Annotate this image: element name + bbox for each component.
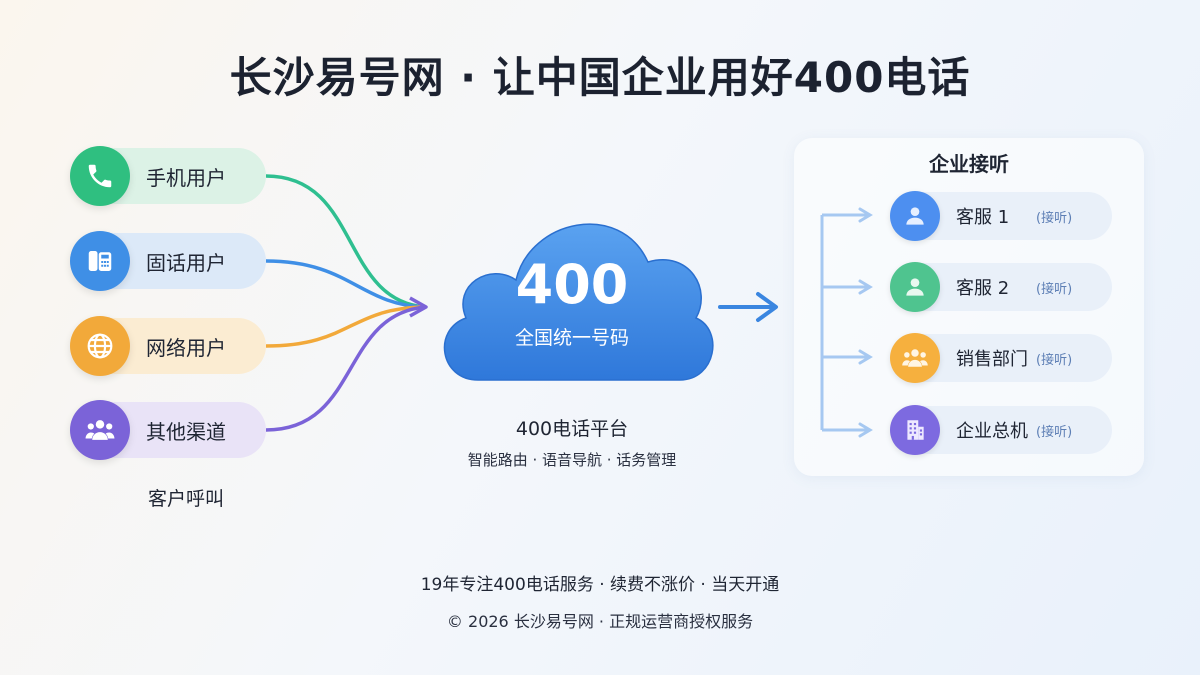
footer-copyright: © 2026 长沙易号网 · 正规运营商授权服务 <box>446 612 754 631</box>
destination-tag: (接听) <box>1036 352 1073 368</box>
destination-tag: (接听) <box>1036 210 1073 226</box>
destination-tag: (接听) <box>1036 424 1073 440</box>
connector-mobile <box>265 174 426 309</box>
user-icon <box>890 262 940 312</box>
footer-tagline: 19年专注400电话服务 · 续费不涨价 · 当天开通 <box>420 575 780 595</box>
sources-caption: 客户呼叫 <box>148 488 225 510</box>
phone-icon <box>70 146 130 206</box>
destination-service-2: 客服 2 (接听) <box>890 262 1112 312</box>
platform-features: 智能路由 · 语音导航 · 话务管理 <box>467 451 677 469</box>
source-web-users: 网络用户 <box>70 316 266 376</box>
platform-number: 400 <box>515 253 629 316</box>
platform-subtitle: 全国统一号码 <box>514 327 629 349</box>
building-icon <box>890 405 940 455</box>
destination-label: 客服 2 <box>956 278 1010 299</box>
source-label: 固话用户 <box>146 250 226 275</box>
destinations-title: 企业接听 <box>929 152 1009 176</box>
people-icon <box>70 400 130 460</box>
source-label: 其他渠道 <box>146 419 226 444</box>
source-mobile-users: 手机用户 <box>70 146 266 206</box>
connector-arrowhead <box>409 296 428 318</box>
destination-label: 客服 1 <box>956 207 1010 228</box>
source-label: 网络用户 <box>146 335 226 360</box>
page-title: 长沙易号网 · 让中国企业用好400电话 <box>229 53 971 102</box>
destination-switchboard: 企业总机 (接听) <box>890 405 1112 455</box>
main-arrow-head <box>756 292 778 322</box>
globe-icon <box>70 316 130 376</box>
destination-service-1: 客服 1 (接听) <box>890 191 1112 241</box>
cloud-shape <box>443 223 714 381</box>
destination-sales: 销售部门 (接听) <box>890 333 1112 383</box>
landline-icon <box>70 231 130 291</box>
destination-label: 销售部门 <box>956 349 1028 370</box>
connector-landline <box>265 259 426 309</box>
group-icon <box>890 333 940 383</box>
destination-label: 企业总机 <box>956 421 1028 442</box>
connector-other <box>265 305 426 432</box>
platform-title: 400电话平台 <box>515 418 629 440</box>
source-label: 手机用户 <box>146 165 226 190</box>
connector-web <box>265 305 426 348</box>
source-other-channels: 其他渠道 <box>70 400 266 460</box>
source-landline-users: 固话用户 <box>70 231 266 291</box>
user-icon <box>890 191 940 241</box>
destination-tag: (接听) <box>1036 281 1073 297</box>
